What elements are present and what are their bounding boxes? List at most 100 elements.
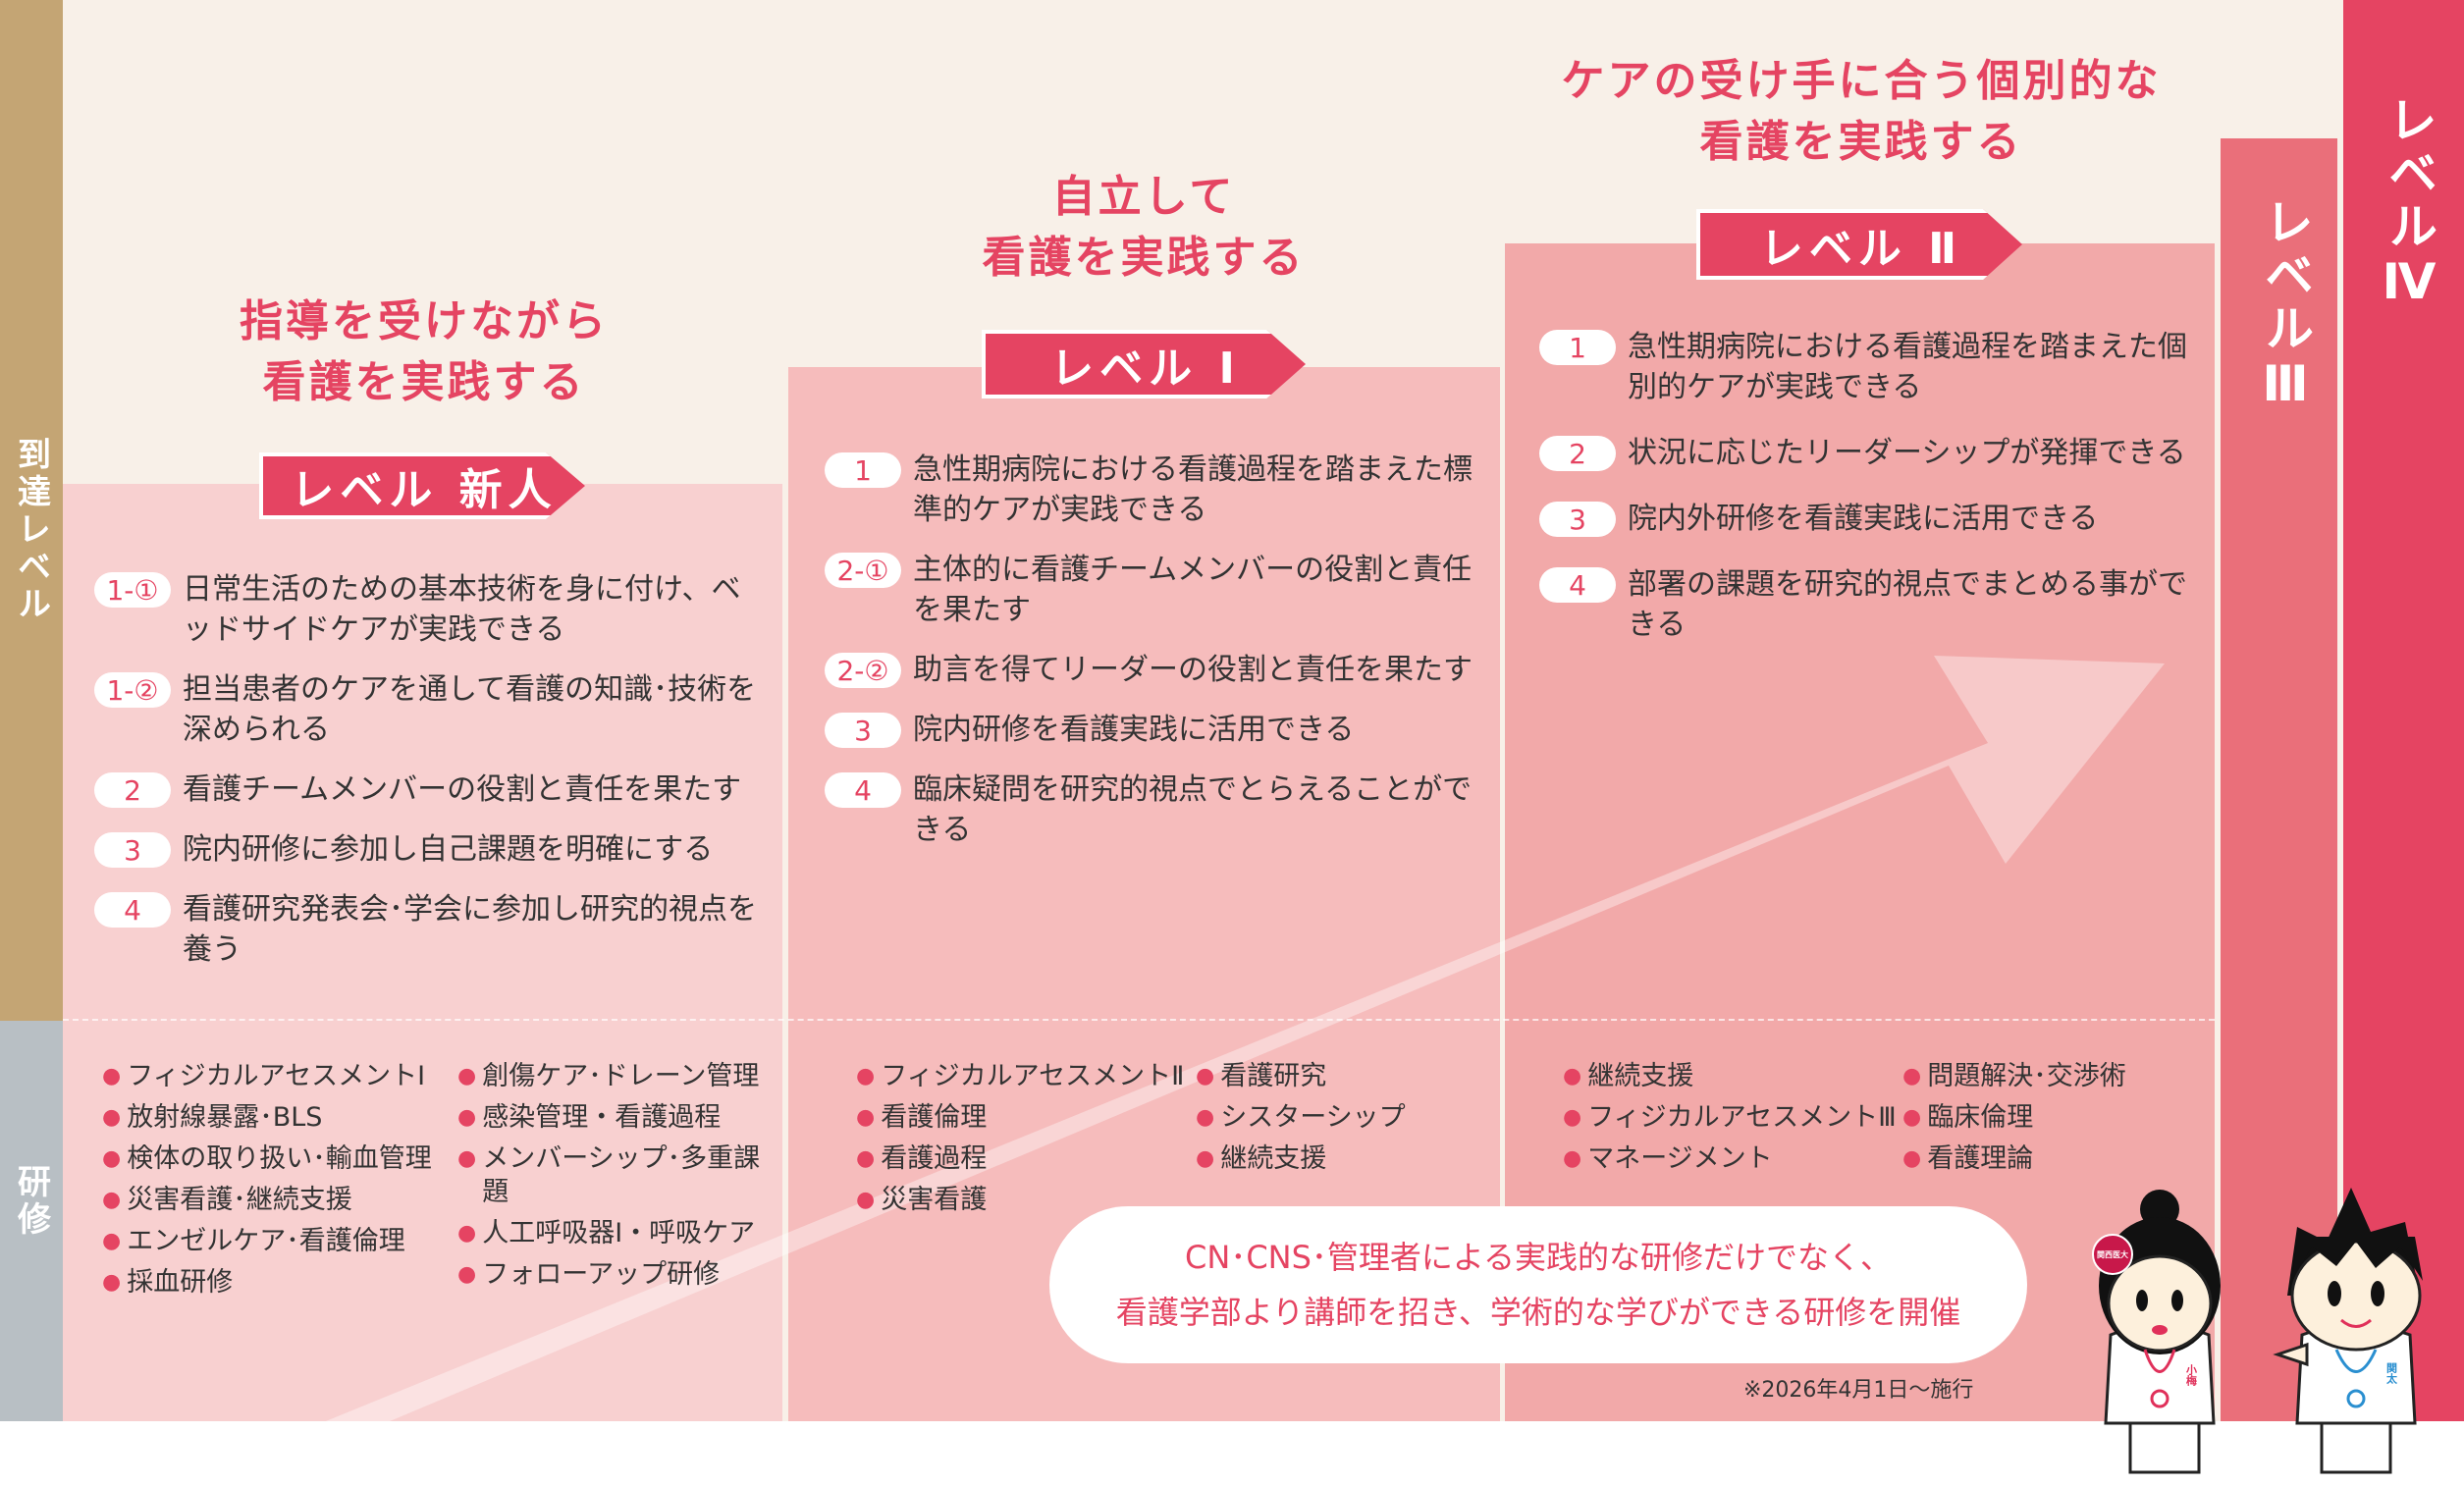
bullet-icon: ● xyxy=(102,1270,122,1295)
training-text: フィジカルアセスメントⅠ xyxy=(127,1061,426,1091)
badge-level1: レベル Ⅰ xyxy=(982,330,1306,398)
training-item: ●検体の取り扱い･輸血管理 xyxy=(102,1142,441,1176)
goal-number: 3 xyxy=(94,832,171,868)
heading-level1: 自立して看護を実践する xyxy=(844,167,1443,289)
heading-line: 指導を受けながら xyxy=(240,296,609,346)
training-level2-col1: ●継続支援●フィジカルアセスメントⅢ●マネージメント xyxy=(1563,1060,1897,1176)
goal-text: 臨床疑問を研究的視点でとらえることができる xyxy=(913,772,1473,847)
training-text: 看護倫理 xyxy=(881,1102,988,1133)
goal-text: 院内外研修を看護実践に活用できる xyxy=(1628,502,2099,536)
training-item: ●看護倫理 xyxy=(856,1101,1190,1135)
bullet-icon: ● xyxy=(102,1229,122,1253)
panel-new xyxy=(63,484,782,1421)
training-level2-col2: ●問題解決･交渉術●臨床倫理●看護理論 xyxy=(1902,1060,2207,1176)
training-level1-col2: ●看護研究●シスターシップ●継続支援 xyxy=(1196,1060,1490,1176)
goal-item: 4 臨床疑問を研究的視点でとらえることができる xyxy=(825,770,1482,850)
goal-item: 3 院内外研修を看護実践に活用できる xyxy=(1539,499,2197,539)
bullet-icon: ● xyxy=(457,1064,477,1088)
goal-item: 1-① 日常生活のための基本技術を身に付け、ベッドサイドケアが実践できる xyxy=(94,569,762,650)
training-item: ●看護研究 xyxy=(1196,1060,1490,1093)
divider xyxy=(63,1019,2215,1021)
bullet-icon: ● xyxy=(1563,1105,1582,1130)
training-item: ●マネージメント xyxy=(1563,1142,1897,1176)
training-new-col2: ●創傷ケア･ドレーン管理●感染管理・看護過程●メンバーシップ･多重課題●人工呼吸… xyxy=(457,1060,772,1292)
effective-date-note: ※2026年4月1日～施行 xyxy=(1743,1378,1974,1403)
level3-label: レベルⅢ xyxy=(2257,196,2314,416)
bullet-icon: ● xyxy=(1902,1064,1922,1088)
boy-name-text: 関太 xyxy=(2385,1362,2399,1385)
goal-number: 1-① xyxy=(94,572,171,608)
bullet-icon: ● xyxy=(1196,1105,1215,1130)
goal-number: 1 xyxy=(825,452,901,488)
mascot-girl-icon: 関西医大 小梅 xyxy=(2092,1190,2221,1474)
goal-text: 担当患者のケアを通して看護の知識･技術を深められる xyxy=(183,672,757,747)
attain-level-text: 到達レベル xyxy=(11,437,51,623)
training-item: ●フィジカルアセスメントⅡ xyxy=(856,1060,1190,1093)
panel-level3 xyxy=(2221,138,2337,1421)
bullet-icon: ● xyxy=(457,1262,477,1287)
training-text: 災害看護 xyxy=(881,1185,988,1215)
goal-number: 4 xyxy=(825,772,901,808)
goals-new: 1-① 日常生活のための基本技術を身に付け、ベッドサイドケアが実践できる 1-② 担… xyxy=(94,569,762,970)
training-item: ●災害看護 xyxy=(856,1184,1190,1217)
training-item: ●災害看護･継続支援 xyxy=(102,1184,441,1217)
attain-level-label: 到達レベル xyxy=(0,0,63,1021)
bullet-icon: ● xyxy=(856,1188,876,1212)
goal-text: 急性期病院における看護過程を踏まえた標準的ケアが実践できる xyxy=(913,452,1473,527)
goal-text: 日常生活のための基本技術を身に付け、ベッドサイドケアが実践できる xyxy=(183,572,741,647)
training-text: 災害看護･継続支援 xyxy=(127,1185,352,1215)
training-item: ●継続支援 xyxy=(1563,1060,1897,1093)
heading-line: 看護を実践する xyxy=(1699,117,2023,167)
bullet-icon: ● xyxy=(102,1064,122,1088)
training-text: 看護研究 xyxy=(1220,1061,1327,1091)
goal-number: 2 xyxy=(1539,436,1616,471)
callout: CN･CNS･管理者による実践的な研修だけでなく、 看護学部より講師を招き、学術… xyxy=(1049,1206,2027,1363)
training-item: ●感染管理・看護過程 xyxy=(457,1101,772,1135)
training-item: ●看護過程 xyxy=(856,1142,1190,1176)
training-text: 看護理論 xyxy=(1927,1143,2034,1174)
training-text: メンバーシップ･多重課題 xyxy=(482,1143,761,1207)
bullet-icon: ● xyxy=(1563,1146,1582,1171)
training-new-col1: ●フィジカルアセスメントⅠ●放射線暴露･BLS●検体の取り扱い･輸血管理●災害看… xyxy=(102,1060,441,1300)
bullet-icon: ● xyxy=(856,1146,876,1171)
level4-label: レベルⅣ xyxy=(2381,94,2437,314)
training-text: シスターシップ xyxy=(1220,1102,1406,1133)
bullet-icon: ● xyxy=(1196,1064,1215,1088)
panel-level4 xyxy=(2343,0,2464,1421)
goal-number: 2 xyxy=(94,772,171,808)
goal-number: 4 xyxy=(94,892,171,928)
training-text: エンゼルケア･看護倫理 xyxy=(127,1226,405,1256)
goal-number: 1 xyxy=(1539,330,1616,365)
bullet-icon: ● xyxy=(457,1221,477,1246)
badge-new: レベル 新人 xyxy=(259,452,585,519)
goal-text: 部署の課題を研究的視点でまとめる事ができる xyxy=(1628,567,2187,642)
goal-number: 1-② xyxy=(94,672,171,708)
girl-badge-text: 関西医大 xyxy=(2097,1249,2128,1259)
bullet-icon: ● xyxy=(856,1105,876,1130)
training-label: 研修 xyxy=(0,1021,63,1421)
bullet-icon: ● xyxy=(856,1064,876,1088)
goal-text: 院内研修を看護実践に活用できる xyxy=(913,713,1355,747)
heading-new: 指導を受けながら看護を実践する xyxy=(157,292,691,413)
bullet-icon: ● xyxy=(1902,1146,1922,1171)
training-item: ●問題解決･交渉術 xyxy=(1902,1060,2207,1093)
heading-line: 看護を実践する xyxy=(262,357,586,407)
training-item: ●採血研修 xyxy=(102,1266,441,1300)
goal-item: 1 急性期病院における看護過程を踏まえた標準的ケアが実践できる xyxy=(825,450,1482,530)
goal-number: 3 xyxy=(1539,502,1616,537)
training-item: ●メンバーシップ･多重課題 xyxy=(457,1142,772,1209)
training-text: マネージメント xyxy=(1587,1143,1773,1174)
training-text: 人工呼吸器Ⅰ・呼吸ケア xyxy=(482,1218,756,1248)
heading-line: ケアの受け手に合う個別的な xyxy=(1561,56,2162,106)
training-item: ●フィジカルアセスメントⅠ xyxy=(102,1060,441,1093)
training-item: ●創傷ケア･ドレーン管理 xyxy=(457,1060,772,1093)
